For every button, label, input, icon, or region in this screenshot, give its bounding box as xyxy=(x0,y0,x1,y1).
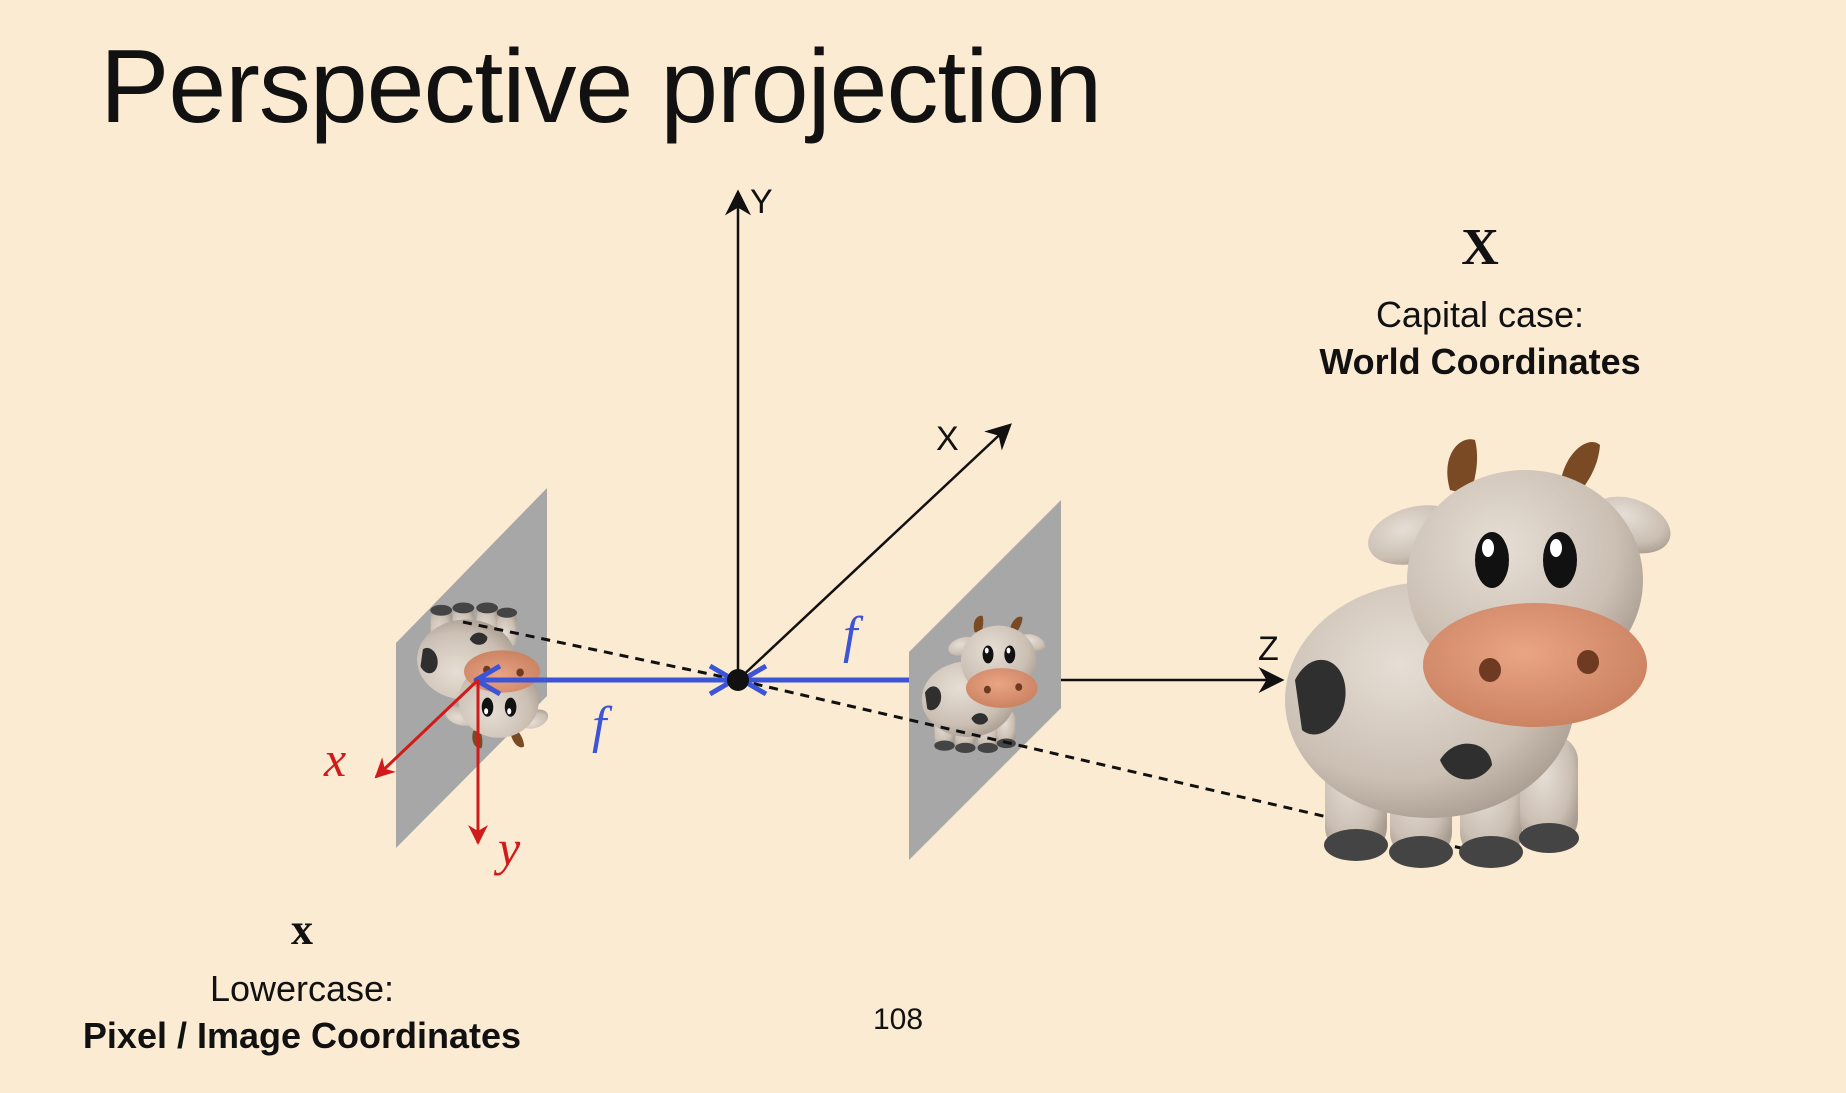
slide-title: Perspective projection xyxy=(100,29,1102,145)
x-axis-label: X xyxy=(936,420,959,458)
world-caption: X Capital case: World Coordinates xyxy=(1280,222,1680,386)
page-number: 108 xyxy=(872,1003,924,1036)
y-axis-label: Y xyxy=(750,183,773,221)
world-caption-line1: Capital case: xyxy=(1375,294,1585,335)
image-x-axis xyxy=(374,678,480,779)
image-x-label: x xyxy=(323,731,346,787)
focal-label-back: f xyxy=(592,697,613,754)
camera-center xyxy=(727,669,749,691)
world-symbol: X xyxy=(1461,219,1499,276)
z-axis-label: Z xyxy=(1258,630,1279,668)
pixel-caption-line1: Lowercase: xyxy=(209,968,395,1009)
pixel-caption: x Lowercase: Pixel / Image Coordinates xyxy=(52,908,552,1060)
x-axis xyxy=(737,423,1012,681)
world-cow xyxy=(1285,439,1679,868)
focal-arrow-front xyxy=(739,663,909,697)
pixel-caption-line2: Pixel / Image Coordinates xyxy=(82,1014,522,1056)
focal-label-front: f xyxy=(843,607,864,664)
image-y-label: y xyxy=(493,820,521,876)
world-caption-line2: World Coordinates xyxy=(1319,340,1641,382)
pixel-symbol: x xyxy=(291,905,313,954)
